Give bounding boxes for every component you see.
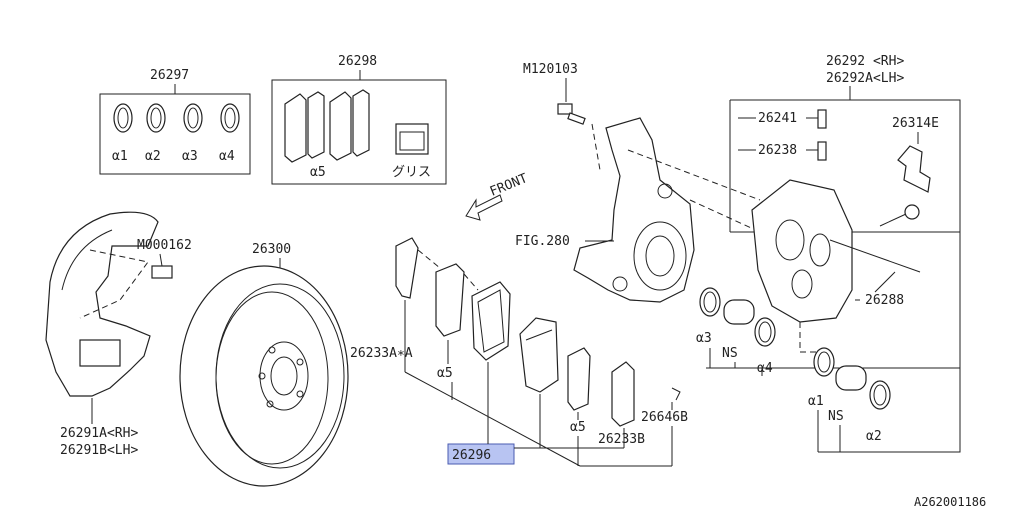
label-ns-right[interactable]: NS bbox=[722, 346, 738, 361]
label-a5-box[interactable]: α5 bbox=[310, 165, 326, 180]
label-26296[interactable]: 26296 bbox=[452, 448, 491, 463]
seal-a4 bbox=[754, 317, 776, 347]
caliper-box-outline bbox=[730, 99, 961, 453]
seal-ring-4 bbox=[220, 103, 240, 133]
highlight-26296[interactable] bbox=[447, 443, 515, 465]
label-a3-right[interactable]: α3 bbox=[696, 331, 712, 346]
label-ns-low[interactable]: NS bbox=[828, 409, 844, 424]
seal-a2 bbox=[869, 380, 891, 410]
label-26292-rh[interactable]: 26292 <RH> bbox=[826, 54, 904, 69]
seal-kit-box bbox=[99, 93, 251, 175]
shim-26233a bbox=[395, 237, 419, 299]
grease-pack bbox=[395, 123, 429, 155]
backing-plate bbox=[45, 211, 159, 397]
caliper-group: 26292 <RH> 26292A<LH> 26241 26238 26314E… bbox=[696, 54, 961, 453]
piston-ns-1 bbox=[723, 299, 755, 325]
front-indicator: FRONT bbox=[465, 171, 530, 221]
label-a1-low[interactable]: α1 bbox=[808, 394, 824, 409]
piston-ns-2 bbox=[835, 365, 867, 391]
label-26646b[interactable]: 26646B bbox=[641, 410, 688, 425]
label-26241[interactable]: 26241 bbox=[758, 111, 797, 126]
pad-shim-a5-2 bbox=[567, 347, 591, 411]
bleeder-26238 bbox=[817, 141, 827, 161]
label-m000162[interactable]: M000162 bbox=[137, 238, 192, 253]
label-a3-top[interactable]: α3 bbox=[182, 149, 198, 164]
seal-kit-group: 26297 α1 α2 α3 α4 bbox=[99, 68, 251, 175]
label-26291b[interactable]: 26291B<LH> bbox=[60, 443, 138, 458]
label-26314e[interactable]: 26314E bbox=[892, 116, 939, 131]
label-a2-top[interactable]: α2 bbox=[145, 149, 161, 164]
rotor-group: 26300 bbox=[179, 242, 349, 487]
label-m120103[interactable]: M120103 bbox=[523, 62, 578, 77]
diagram-code: A262001186 bbox=[914, 495, 986, 509]
label-26233b[interactable]: 26233B bbox=[598, 432, 645, 447]
pad-kit-box bbox=[271, 79, 447, 185]
pad-shim-a5-1 bbox=[435, 263, 465, 337]
label-a4-top[interactable]: α4 bbox=[219, 149, 235, 164]
knuckle-group: M120103 FIG.280 bbox=[515, 62, 761, 303]
anti-rattle-spring bbox=[897, 145, 931, 193]
label-26291a[interactable]: 26291A<RH> bbox=[60, 426, 138, 441]
brake-pad-inner bbox=[519, 317, 559, 393]
steering-knuckle bbox=[573, 117, 695, 303]
bleeder-26241 bbox=[817, 109, 827, 129]
label-26292-lh[interactable]: 26292A<LH> bbox=[826, 71, 904, 86]
bolt-m000162 bbox=[151, 265, 173, 279]
label-26300[interactable]: 26300 bbox=[252, 242, 291, 257]
backing-plate-group: M000162 26291A<RH> 26291B<LH> bbox=[45, 211, 192, 458]
seal-ring-3 bbox=[183, 103, 203, 133]
shim-26233b bbox=[611, 361, 635, 427]
label-a1-top[interactable]: α1 bbox=[112, 149, 128, 164]
label-grease[interactable]: グリス bbox=[392, 165, 431, 180]
bolt-m120103-shaft bbox=[567, 112, 586, 125]
brake-rotor bbox=[179, 265, 349, 487]
label-a5-mid[interactable]: α5 bbox=[437, 366, 453, 381]
label-26233a[interactable]: 26233A∗A bbox=[350, 346, 413, 361]
backing-bracket bbox=[79, 339, 121, 367]
label-26288[interactable]: 26288 bbox=[865, 293, 904, 308]
front-arrow-icon bbox=[465, 194, 503, 221]
seal-a1 bbox=[813, 347, 835, 377]
label-a5-low[interactable]: α5 bbox=[570, 420, 586, 435]
label-fig280[interactable]: FIG.280 bbox=[515, 234, 570, 249]
label-26238[interactable]: 26238 bbox=[758, 143, 797, 158]
seal-ring-2 bbox=[146, 103, 166, 133]
seal-ring-1 bbox=[113, 103, 133, 133]
label-26298[interactable]: 26298 bbox=[338, 54, 377, 69]
label-front[interactable]: FRONT bbox=[488, 171, 530, 200]
bolt-m120103-head bbox=[557, 103, 573, 115]
label-26297[interactable]: 26297 bbox=[150, 68, 189, 83]
seal-a3 bbox=[699, 287, 721, 317]
pad-kit-group: 26298 α5 グリス bbox=[271, 54, 447, 185]
label-a2-low[interactable]: α2 bbox=[866, 429, 882, 444]
brake-pad-group: 26233A∗A α5 α5 26233B 26646B 26296 bbox=[350, 237, 688, 467]
